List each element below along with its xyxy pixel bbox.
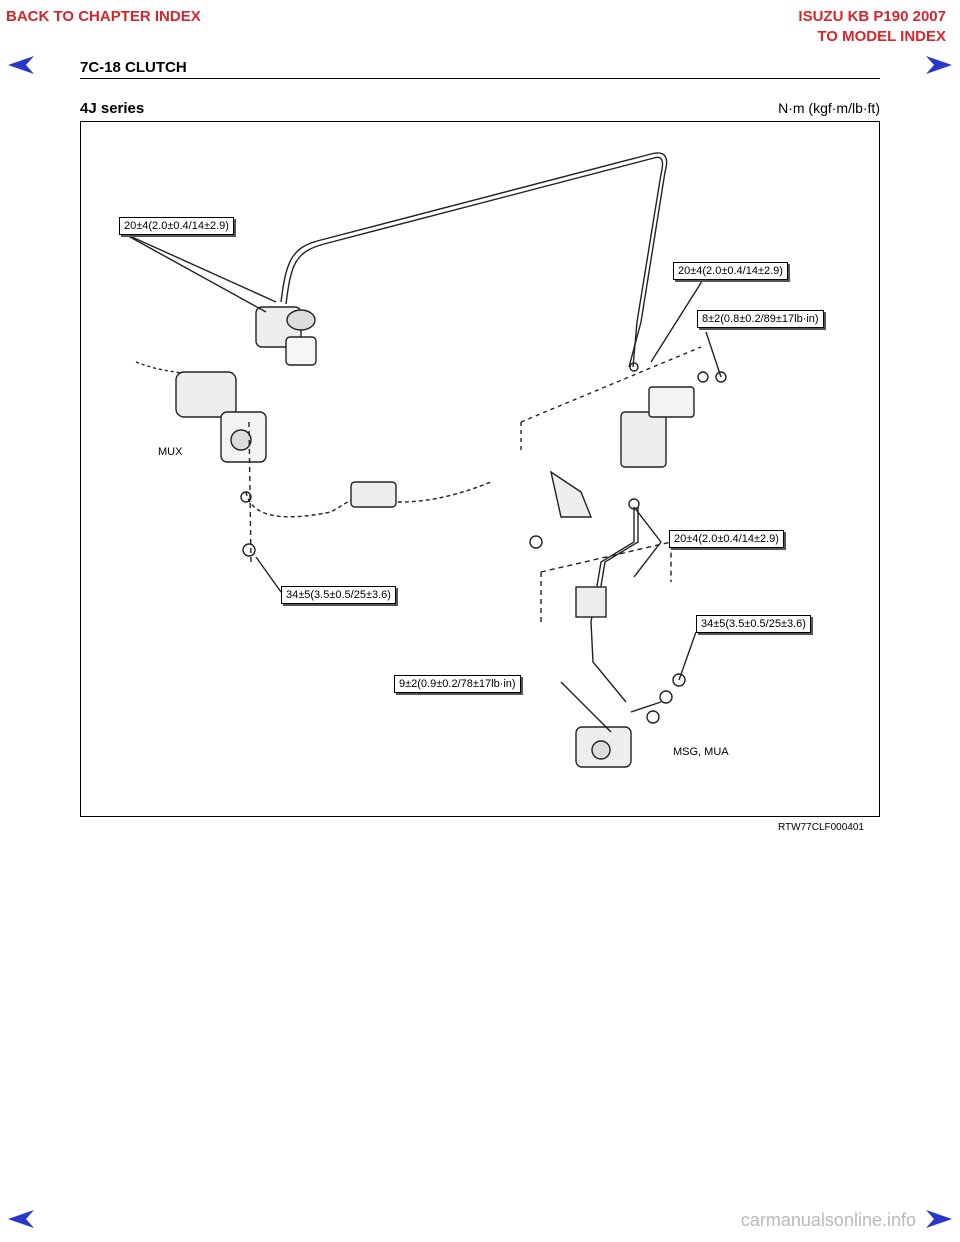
variant-label-mux: MUX [158, 446, 183, 458]
to-model-index-link[interactable]: TO MODEL INDEX [817, 28, 946, 45]
pedal-bracket [620, 411, 667, 468]
back-to-chapter-index-link[interactable]: BACK TO CHAPTER INDEX [6, 8, 201, 25]
clutch-pipe [280, 152, 668, 368]
slave-cylinder-mux [175, 371, 237, 418]
previous-page-arrow-icon-bottom[interactable] [8, 1210, 34, 1228]
diagram-drawing [120, 152, 727, 768]
next-page-arrow-icon-bottom[interactable] [926, 1210, 952, 1228]
variant-label-msg: MSG, MUA [673, 746, 729, 758]
torque-label-pipe-lower: 20±4(2.0±0.4/14±2.9) [669, 530, 784, 548]
page-title: 7C-18 CLUTCH [80, 59, 187, 76]
torque-units-label: N·m (kgf·m/lb·ft) [778, 100, 880, 116]
torque-label-mux-fitting: 34±5(3.5±0.5/25±3.6) [281, 586, 396, 604]
clutch-hydraulic-diagram: 20±4(2.0±0.4/14±2.9) 20±4(2.0±0.4/14±2.9… [80, 121, 880, 817]
clutch-hose [245, 481, 492, 518]
figure-code: RTW77CLF000401 [778, 822, 864, 833]
clutch-pipe-outer [285, 156, 664, 368]
watermark: carmanualsonline.info [740, 1210, 916, 1230]
next-page-arrow-icon[interactable] [926, 56, 952, 74]
series-heading: 4J series [80, 100, 145, 117]
header-divider [80, 78, 880, 79]
torque-label-msg-fitting: 34±5(3.5±0.5/25±3.6) [696, 615, 811, 633]
torque-label-master-cylinder: 20±4(2.0±0.4/14±2.9) [119, 217, 234, 235]
torque-label-pipe-upper: 20±4(2.0±0.4/14±2.9) [673, 262, 788, 280]
torque-label-bracket-nut: 8±2(0.8±0.2/89±17lb·in) [697, 310, 824, 328]
torque-label-slave-bleeder: 9±2(0.9±0.2/78±17lb·in) [394, 675, 521, 693]
model-title-link[interactable]: ISUZU KB P190 2007 [798, 8, 946, 25]
previous-page-arrow-icon[interactable] [8, 56, 34, 74]
